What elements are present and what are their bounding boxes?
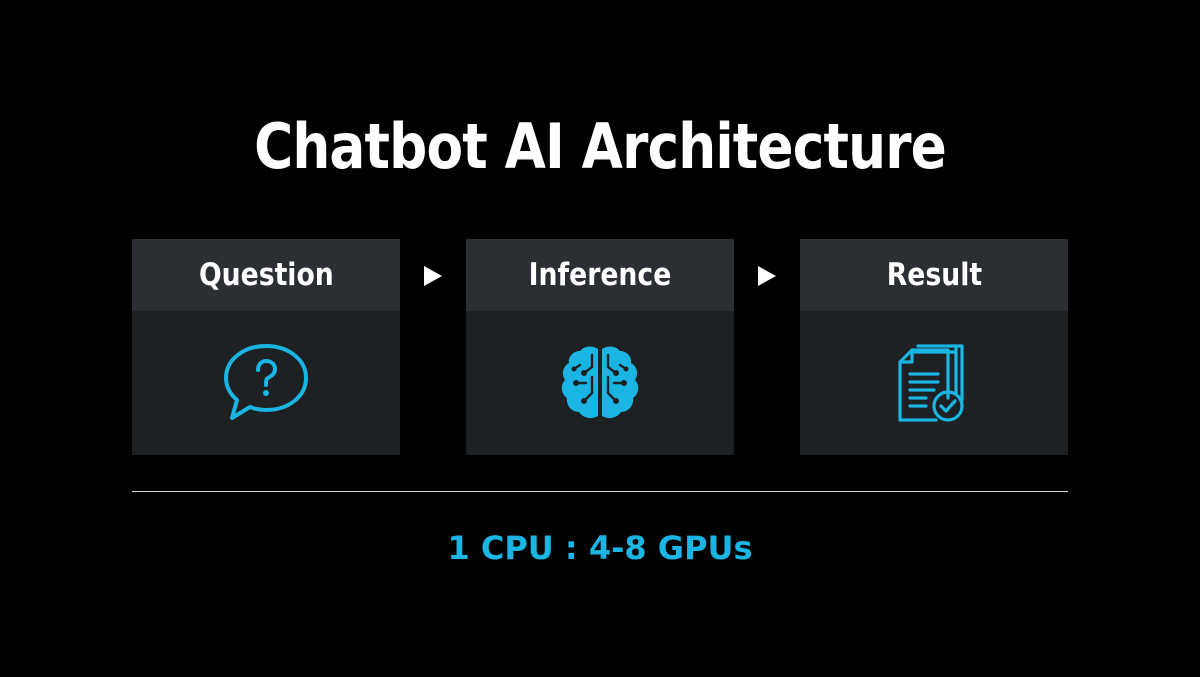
step-card-inference: Inference bbox=[466, 239, 734, 455]
step-body bbox=[132, 311, 400, 455]
step-card-result: Result bbox=[800, 239, 1068, 455]
step-label: Question bbox=[198, 257, 334, 293]
step-body bbox=[800, 311, 1068, 455]
speech-bubble-question-icon bbox=[224, 344, 308, 420]
diagram-title: Chatbot AI Architecture bbox=[254, 110, 947, 183]
cpu-gpu-ratio: 1 CPU : 4-8 GPUs bbox=[447, 529, 753, 567]
step-card-question: Question bbox=[132, 239, 400, 455]
step-header: Result bbox=[800, 239, 1068, 311]
step-header: Inference bbox=[466, 239, 734, 311]
divider bbox=[132, 491, 1068, 492]
step-header: Question bbox=[132, 239, 400, 311]
step-label: Inference bbox=[528, 257, 672, 293]
arrow-icon bbox=[424, 266, 442, 286]
step-label: Result bbox=[886, 257, 982, 293]
document-check-icon bbox=[898, 344, 964, 422]
step-body bbox=[466, 311, 734, 455]
arrow-icon bbox=[758, 266, 776, 286]
brain-circuit-icon bbox=[561, 346, 639, 419]
